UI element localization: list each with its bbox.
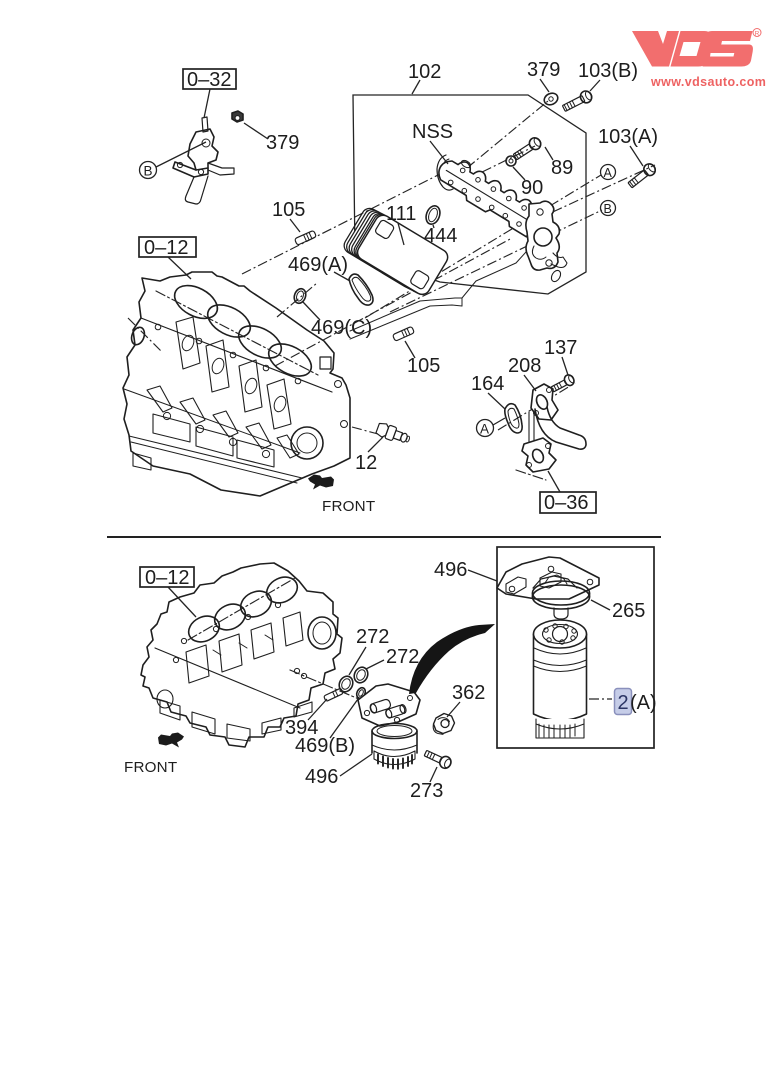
- svg-text:111: 111: [386, 203, 416, 225]
- svg-text:(A): (A): [630, 692, 657, 714]
- svg-text:362: 362: [452, 682, 485, 704]
- svg-text:103(B): 103(B): [578, 60, 638, 82]
- svg-text:379: 379: [266, 132, 299, 154]
- svg-text:137: 137: [544, 337, 577, 359]
- svg-text:0–12: 0–12: [144, 237, 189, 259]
- svg-text:NSS: NSS: [412, 121, 453, 143]
- svg-text:273: 273: [410, 780, 443, 802]
- svg-text:103(A): 103(A): [598, 126, 658, 148]
- svg-text:164: 164: [471, 373, 504, 395]
- svg-text:90: 90: [521, 177, 543, 199]
- svg-text:0–36: 0–36: [544, 492, 589, 514]
- svg-text:394: 394: [285, 717, 318, 739]
- svg-text:469(B): 469(B): [295, 735, 355, 757]
- svg-text:102: 102: [408, 61, 441, 83]
- svg-text:496: 496: [434, 559, 467, 581]
- svg-text:444: 444: [424, 225, 457, 247]
- svg-text:105: 105: [272, 199, 305, 221]
- svg-text:469(A): 469(A): [288, 254, 348, 276]
- svg-text:265: 265: [612, 600, 645, 622]
- svg-text:B: B: [604, 202, 612, 216]
- svg-text:89: 89: [551, 157, 573, 179]
- svg-text:379: 379: [527, 59, 560, 81]
- svg-text:2: 2: [618, 692, 629, 714]
- svg-text:FRONT: FRONT: [322, 498, 375, 515]
- svg-text:272: 272: [386, 646, 419, 668]
- svg-text:105: 105: [407, 355, 440, 377]
- svg-text:0–12: 0–12: [145, 567, 190, 589]
- svg-text:208: 208: [508, 355, 541, 377]
- svg-text:R: R: [755, 31, 760, 38]
- svg-text:A: A: [480, 422, 489, 437]
- svg-text:A: A: [604, 166, 613, 180]
- svg-text:www.vdsauto.com: www.vdsauto.com: [650, 75, 766, 89]
- svg-text:469(C): 469(C): [311, 317, 372, 339]
- svg-text:0–32: 0–32: [187, 69, 232, 91]
- svg-text:496: 496: [305, 766, 338, 788]
- svg-text:B: B: [144, 164, 153, 179]
- svg-text:12: 12: [355, 452, 377, 474]
- svg-text:272: 272: [356, 626, 389, 648]
- svg-text:FRONT: FRONT: [124, 759, 177, 776]
